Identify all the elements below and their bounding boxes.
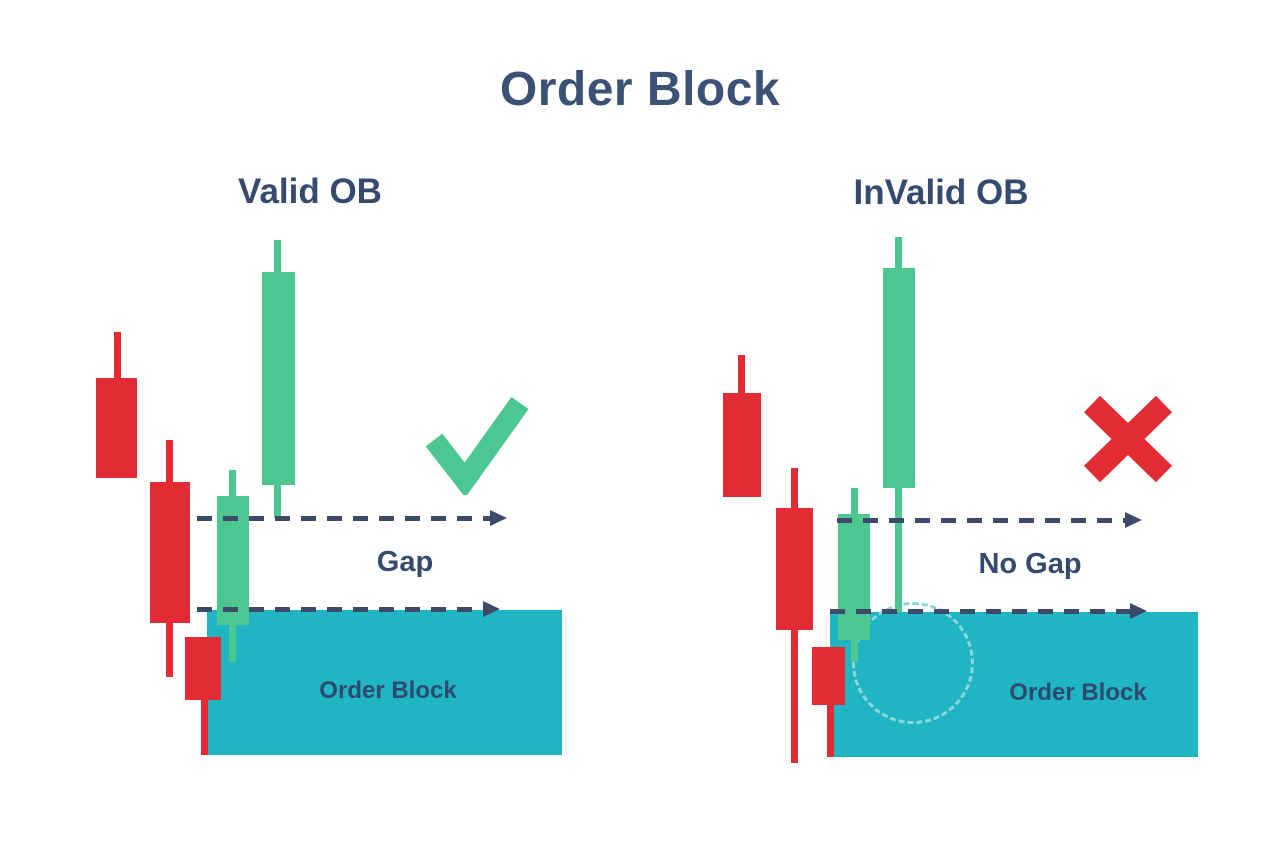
candle-wick: [895, 488, 902, 612]
candle-wick: [166, 623, 173, 677]
candle-body: [838, 514, 870, 640]
candle-body: [812, 647, 845, 705]
candle-wick: [895, 237, 902, 268]
order-block-region-valid: [207, 610, 562, 755]
gap-label: Gap: [376, 546, 434, 578]
candle-wick: [791, 468, 798, 508]
page-title: Order Block: [499, 63, 781, 116]
dashed-arrow-line: [830, 609, 1130, 614]
candle-wick: [114, 332, 121, 378]
dashed-arrow-line: [197, 516, 490, 521]
candle-body: [185, 637, 221, 700]
checkmark-icon: [425, 396, 529, 495]
candle-wick: [827, 705, 834, 757]
candle-wick: [229, 470, 236, 496]
candle-wick: [791, 630, 798, 763]
mitigation-circle: [852, 602, 974, 724]
dashed-arrow-line: [837, 518, 1125, 523]
candle-wick: [229, 625, 236, 662]
candle-body: [96, 378, 137, 478]
valid-ob-heading: Valid OB: [238, 172, 382, 211]
candle-wick: [851, 640, 858, 662]
order-block-label-valid: Order Block: [319, 677, 457, 704]
arrow-head-icon: [490, 510, 507, 526]
candle-wick: [738, 355, 745, 393]
candle-body: [883, 268, 915, 488]
no-gap-label: No Gap: [978, 548, 1082, 580]
arrow-head-icon: [483, 601, 500, 617]
invalid-ob-heading: InValid OB: [853, 173, 1029, 212]
candle-wick: [274, 485, 281, 518]
arrow-head-icon: [1125, 512, 1142, 528]
dashed-arrow-line: [197, 607, 483, 612]
candle-wick: [166, 440, 173, 482]
candle-wick: [201, 700, 208, 755]
candle-wick: [274, 240, 281, 272]
candle-body: [262, 272, 295, 485]
candle-body: [723, 393, 761, 497]
candle-body: [150, 482, 190, 623]
order-block-label-invalid: Order Block: [1009, 679, 1147, 706]
x-mark-icon: [1083, 395, 1173, 483]
arrow-head-icon: [1130, 603, 1147, 619]
candle-wick: [851, 488, 858, 514]
candle-body: [776, 508, 813, 630]
